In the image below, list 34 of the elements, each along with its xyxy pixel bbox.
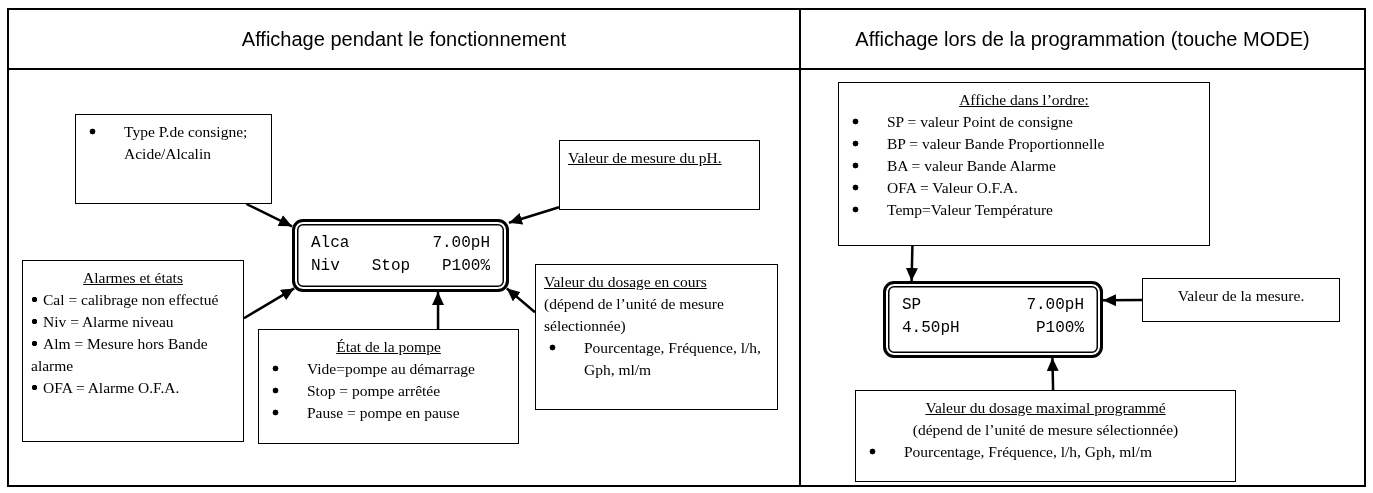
- heading-text: Alarmes et états: [82, 268, 184, 288]
- arrow: [245, 202, 293, 228]
- table-panel: [7, 8, 801, 487]
- callout-box: [1142, 278, 1340, 322]
- heading-text: Valeur de mesure du pH.: [568, 148, 723, 168]
- description-text: Valeur de la mesure.: [1176, 286, 1306, 306]
- column-heading: Affichage lors de la programmation (touche MODE): [801, 10, 1364, 70]
- heading-text: Valeur du dosage maximal programmé: [924, 398, 1167, 418]
- display-text: Alca 7.00pH: [311, 233, 490, 254]
- arrow: [1046, 357, 1059, 391]
- arrow: [432, 292, 445, 329]
- callout-box: [855, 390, 1236, 482]
- callout-box: [22, 260, 244, 442]
- heading-text: Affiche dans l’ordre:: [958, 90, 1090, 110]
- lcd-display: [292, 219, 509, 292]
- arrow: [905, 245, 918, 282]
- heading-text: Valeur du dosage en cours: [544, 272, 708, 292]
- column-heading: Affichage pendant le fonctionnement: [9, 10, 799, 70]
- display-text: SP 7.00pH: [902, 295, 1084, 316]
- arrow: [1103, 294, 1142, 307]
- callout-box: [535, 264, 778, 410]
- description-text: (dépend de l’unité de mesure sélectionnée): [544, 294, 725, 336]
- description-text: (dépend de l’unité de mesure sélectionnée): [911, 420, 1180, 440]
- display-text: 4.50pH P100%: [902, 318, 1084, 340]
- callout-box: [559, 140, 760, 210]
- heading-text: État de la pompe: [335, 337, 442, 357]
- display-text: Niv Stop P100%: [311, 256, 490, 278]
- arrow: [508, 206, 560, 225]
- lcd-display: [883, 281, 1103, 358]
- table-panel: [799, 8, 1366, 487]
- callout-box: [258, 329, 519, 444]
- callout-box: [75, 114, 272, 204]
- arrow: [506, 287, 536, 314]
- callout-box: [838, 82, 1210, 246]
